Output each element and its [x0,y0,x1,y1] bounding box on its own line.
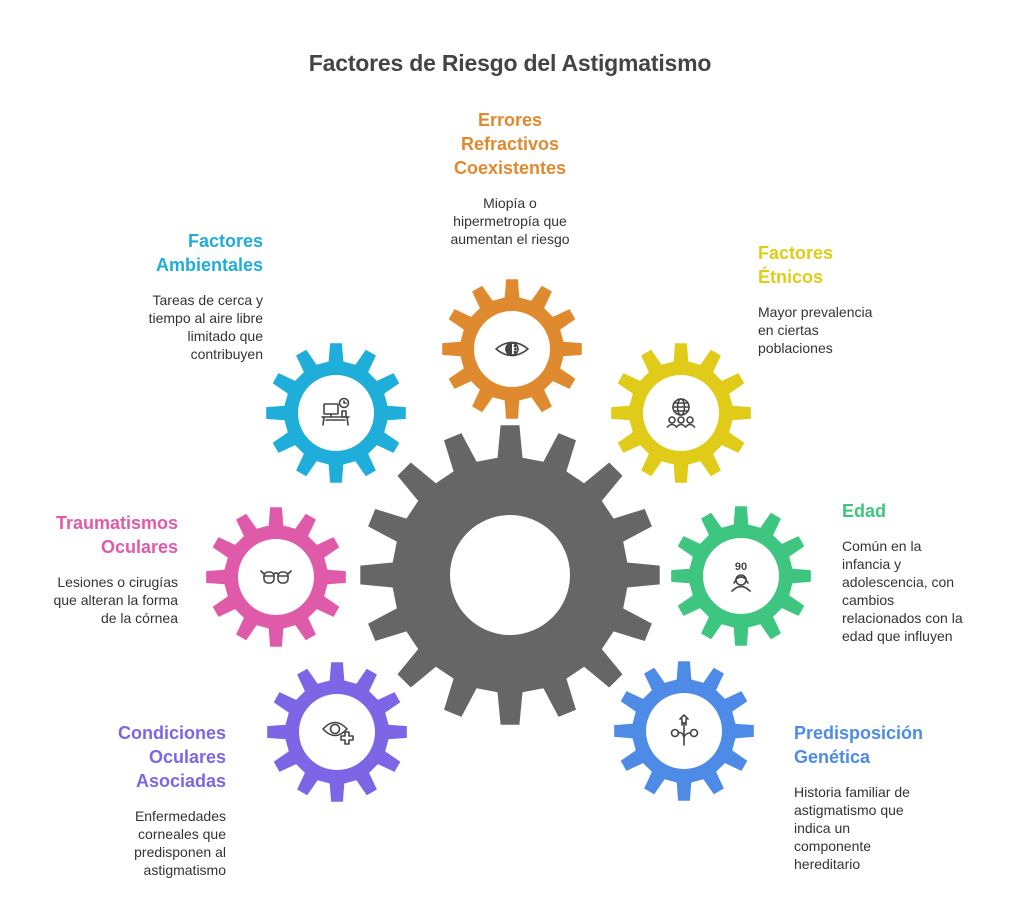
factor-title: Factores Ambientales [155,231,263,275]
globe-people-icon [666,398,696,428]
factor-label-etnicos: Factores Étnicos Mayor prevalencia en ci… [758,241,978,357]
page-title: Factores de Riesgo del Astigmatismo [308,50,712,76]
gear-ambientales [266,343,406,483]
factor-label-traumatismos: Traumatismos Oculares Lesiones o cirugía… [0,511,178,627]
factor-title: Factores Étnicos [758,243,834,287]
gear-condiciones [267,662,407,802]
factor-label-ambientales: Factores Ambientales Tareas de cerca y t… [43,229,263,363]
factor-description: Tareas de cerca y tiempo al aire libre l… [148,292,263,362]
gear-etnicos [611,343,751,483]
center-gear [360,425,660,725]
factor-description: Común en la infancia y adolescencia, con… [842,538,963,644]
factor-label-edad: Edad Común en la infancia y adolescencia… [842,499,1020,645]
factor-description: Miopía o hipermetropía que aumentan el r… [450,195,570,247]
factor-description: Historia familiar de astigmatismo que in… [794,784,910,872]
desk-computer-clock-icon [321,397,350,426]
gear-traumatismos-hub [238,539,314,615]
factor-description: Mayor prevalencia en ciertas poblaciones [758,304,873,356]
factor-title: Predisposición Genética [794,723,924,767]
center-gear-hub [450,515,570,635]
gear-traumatismos [206,507,346,647]
factor-title: Edad [842,501,887,521]
factor-label-condiciones: Condiciones Oculares Asociadas Enfermeda… [6,721,226,879]
factor-description: Enfermedades corneales que predisponen a… [134,808,226,878]
factor-title: Traumatismos Oculares [55,513,178,557]
age-number-text: 90 [735,561,747,573]
gear-condiciones-hub [299,694,375,770]
factor-title: Errores Refractivos Coexistentes [453,110,567,178]
eye-plus-icon [322,721,354,745]
gear-ambientales-hub [298,375,374,451]
family-tree-icon [670,714,699,746]
factor-label-genetica: Predisposición Genética Historia familia… [794,721,1014,873]
eye-contrast-icon [495,341,529,357]
factor-title: Condiciones Oculares Asociadas [117,723,226,791]
gear-edad-hub [703,538,779,614]
glasses-icon [260,570,292,584]
gear-etnicos-hub [643,375,719,451]
elderly-person-90-icon: 90 [731,561,751,592]
gear-edad [671,506,811,646]
factor-description: Lesiones o cirugías que alteran la forma… [53,574,178,626]
factor-label-errores: Errores Refractivos Coexistentes Miopía … [400,108,620,248]
